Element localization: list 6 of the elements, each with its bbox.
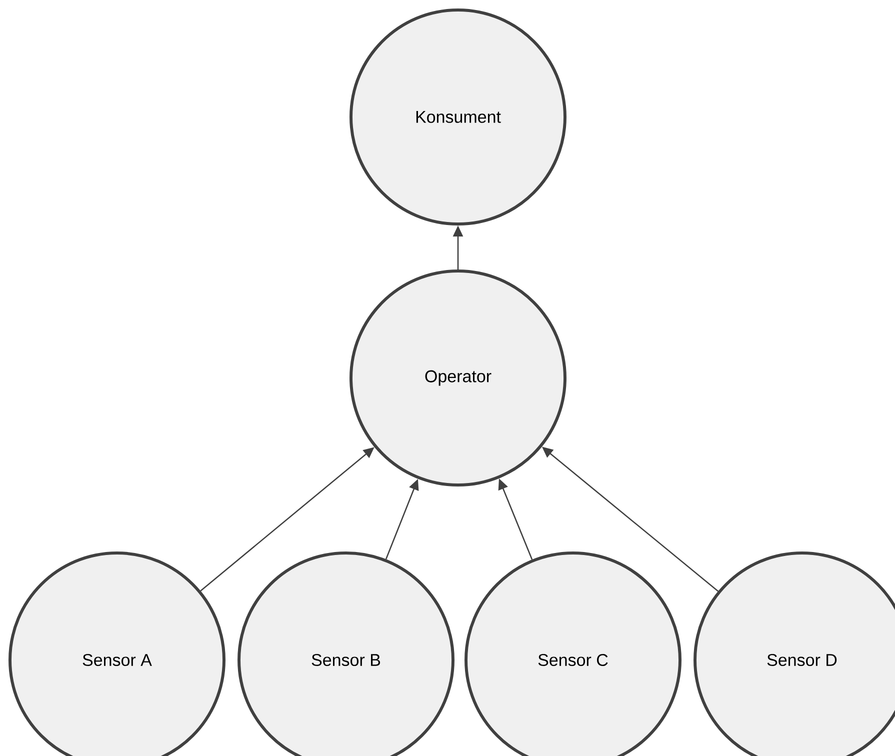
- circle-node: Sensor A: [8, 552, 226, 756]
- circle-node: Operator: [350, 270, 566, 486]
- circle-node: Sensor B: [238, 552, 454, 756]
- circle-node: Sensor C: [464, 552, 682, 756]
- circle-node: Sensor D: [694, 552, 895, 756]
- circle-node: Konsument: [350, 8, 566, 226]
